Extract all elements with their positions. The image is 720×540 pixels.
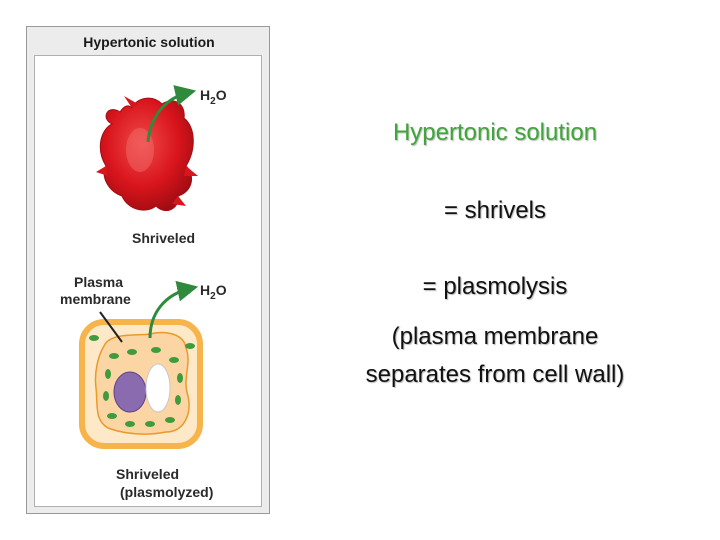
slide-line-plasma-membrane: (plasma membrane	[391, 323, 599, 350]
slide-line-shrivels: = shrivels	[443, 197, 547, 224]
label-plasma: Plasma	[74, 274, 124, 290]
shriveled-red-blood-cell	[96, 96, 198, 211]
label-shriveled-plasmolyzed: Shriveled	[116, 466, 180, 482]
label-membrane: membrane	[60, 291, 131, 307]
chloroplast-group	[89, 335, 195, 427]
figure-title: Hypertonic solution	[83, 34, 215, 50]
h2o-label-top: H2O	[200, 87, 227, 107]
h2o-label-bottom: H2O	[200, 282, 227, 302]
water-out-arrow-bottom	[148, 280, 199, 339]
plasmolyzed-plant-cell	[79, 319, 203, 449]
water-out-arrow-top	[146, 85, 197, 143]
plasma-membrane-pointer	[99, 311, 123, 343]
slide-line-separates: separates from cell wall)	[365, 361, 625, 388]
slide-line-plasmolysis: = plasmolysis	[422, 273, 568, 300]
label-plasmolyzed: (plasmolyzed)	[120, 484, 214, 500]
slide-heading: Hypertonic solution	[392, 119, 598, 146]
label-shriveled: Shriveled	[132, 230, 196, 246]
